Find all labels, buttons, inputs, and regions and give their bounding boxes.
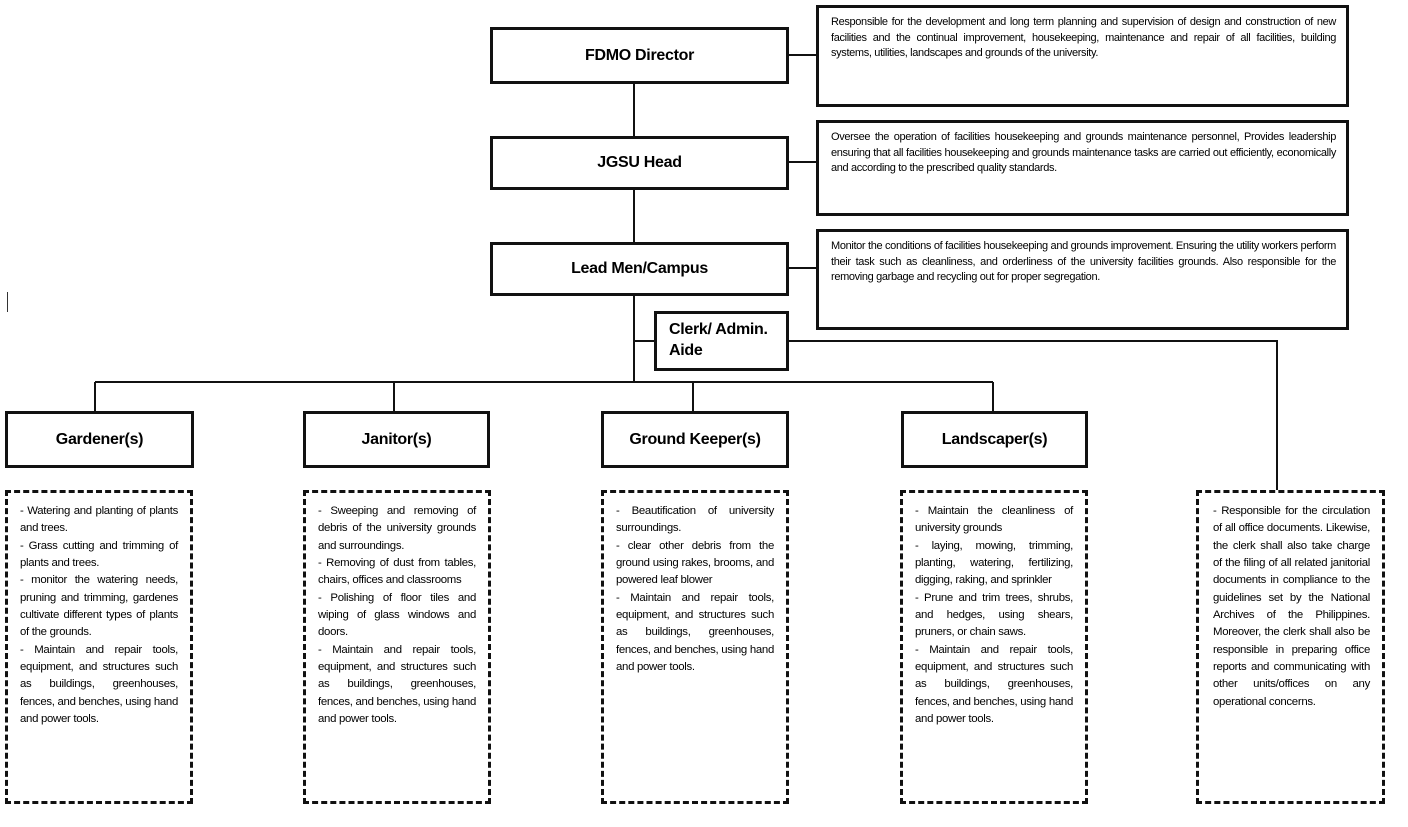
gardener-box: Gardener(s) [5,411,194,468]
gardener-duty-item: - monitor the watering needs, pruning an… [20,574,178,639]
janitor-duty-item: - Maintain and repair tools, equipment, … [318,643,476,725]
landscaper-box: Landscaper(s) [901,411,1088,468]
lead-men-campus-box: Lead Men/Campus [490,242,789,296]
jgsu-head-title: JGSU Head [597,154,682,171]
lead-men-description-box: Monitor the conditions of facilities hou… [816,229,1349,330]
landscaper-duty-item: - Maintain the cleanliness of university… [915,505,1073,535]
lead-men-description: Monitor the conditions of facilities hou… [831,240,1336,284]
clerk-admin-aide-title-line2: Aide [669,342,703,359]
gardener-duty-item: - Grass cutting and trimming of plants a… [20,539,178,569]
jgsu-head-description: Oversee the operation of facilities hous… [831,131,1336,175]
gardener-duty-item: - Maintain and repair tools, equipment, … [20,643,178,725]
connector-clerk-duties [789,340,1278,490]
jgsu-head-box: JGSU Head [490,136,789,190]
text-cursor [7,292,8,312]
landscaper-title: Landscaper(s) [941,430,1048,448]
fdmo-director-description-box: Responsible for the development and long… [816,5,1349,107]
jgsu-head-description-box: Oversee the operation of facilities hous… [816,120,1349,216]
clerk-duties-box: - Responsible for the circulation of all… [1196,490,1385,804]
janitor-duty-item: - Sweeping and removing of debris of the… [318,505,476,552]
landscaper-duty-item: - Maintain and repair tools, equipment, … [915,643,1073,725]
janitor-duty-item: - Removing of dust from tables, chairs, … [318,556,476,587]
clerk-admin-aide-title-line1: Clerk/ Admin. [669,321,768,339]
janitor-duty-item: - Polishing of floor tiles and wiping of… [318,591,476,639]
fdmo-director-description: Responsible for the development and long… [831,16,1336,60]
ground-keeper-duty-item: - clear other debris from the ground usi… [616,539,774,587]
janitor-box: Janitor(s) [303,411,490,468]
ground-keeper-duty-item: - Maintain and repair tools, equipment, … [616,591,774,673]
clerk-admin-aide-box: Clerk/ Admin. Aide [654,311,789,371]
ground-keeper-box: Ground Keeper(s) [601,411,789,468]
gardener-duty-item: - Watering and planting of plants and tr… [20,505,178,535]
ground-keeper-title: Ground Keeper(s) [629,430,761,448]
gardener-duties-box: - Watering and planting of plants and tr… [5,490,193,804]
lead-men-campus-title: Lead Men/Campus [571,260,708,277]
landscaper-duties-box: - Maintain the cleanliness of university… [900,490,1088,804]
landscaper-duty-item: - Prune and trim trees, shrubs, and hedg… [915,591,1073,639]
clerk-duty-item: - Responsible for the circulation of all… [1213,505,1370,708]
fdmo-director-box: FDMO Director [490,27,789,84]
janitor-title: Janitor(s) [361,430,432,448]
janitor-duties-box: - Sweeping and removing of debris of the… [303,490,491,804]
gardener-title: Gardener(s) [55,430,144,448]
landscaper-duty-item: - laying, mowing, trimming, planting, wa… [915,539,1073,587]
ground-keeper-duties-box: - Beautification of university surroundi… [601,490,789,804]
ground-keeper-duty-item: - Beautification of university surroundi… [616,505,774,535]
fdmo-director-title: FDMO Director [585,46,694,64]
